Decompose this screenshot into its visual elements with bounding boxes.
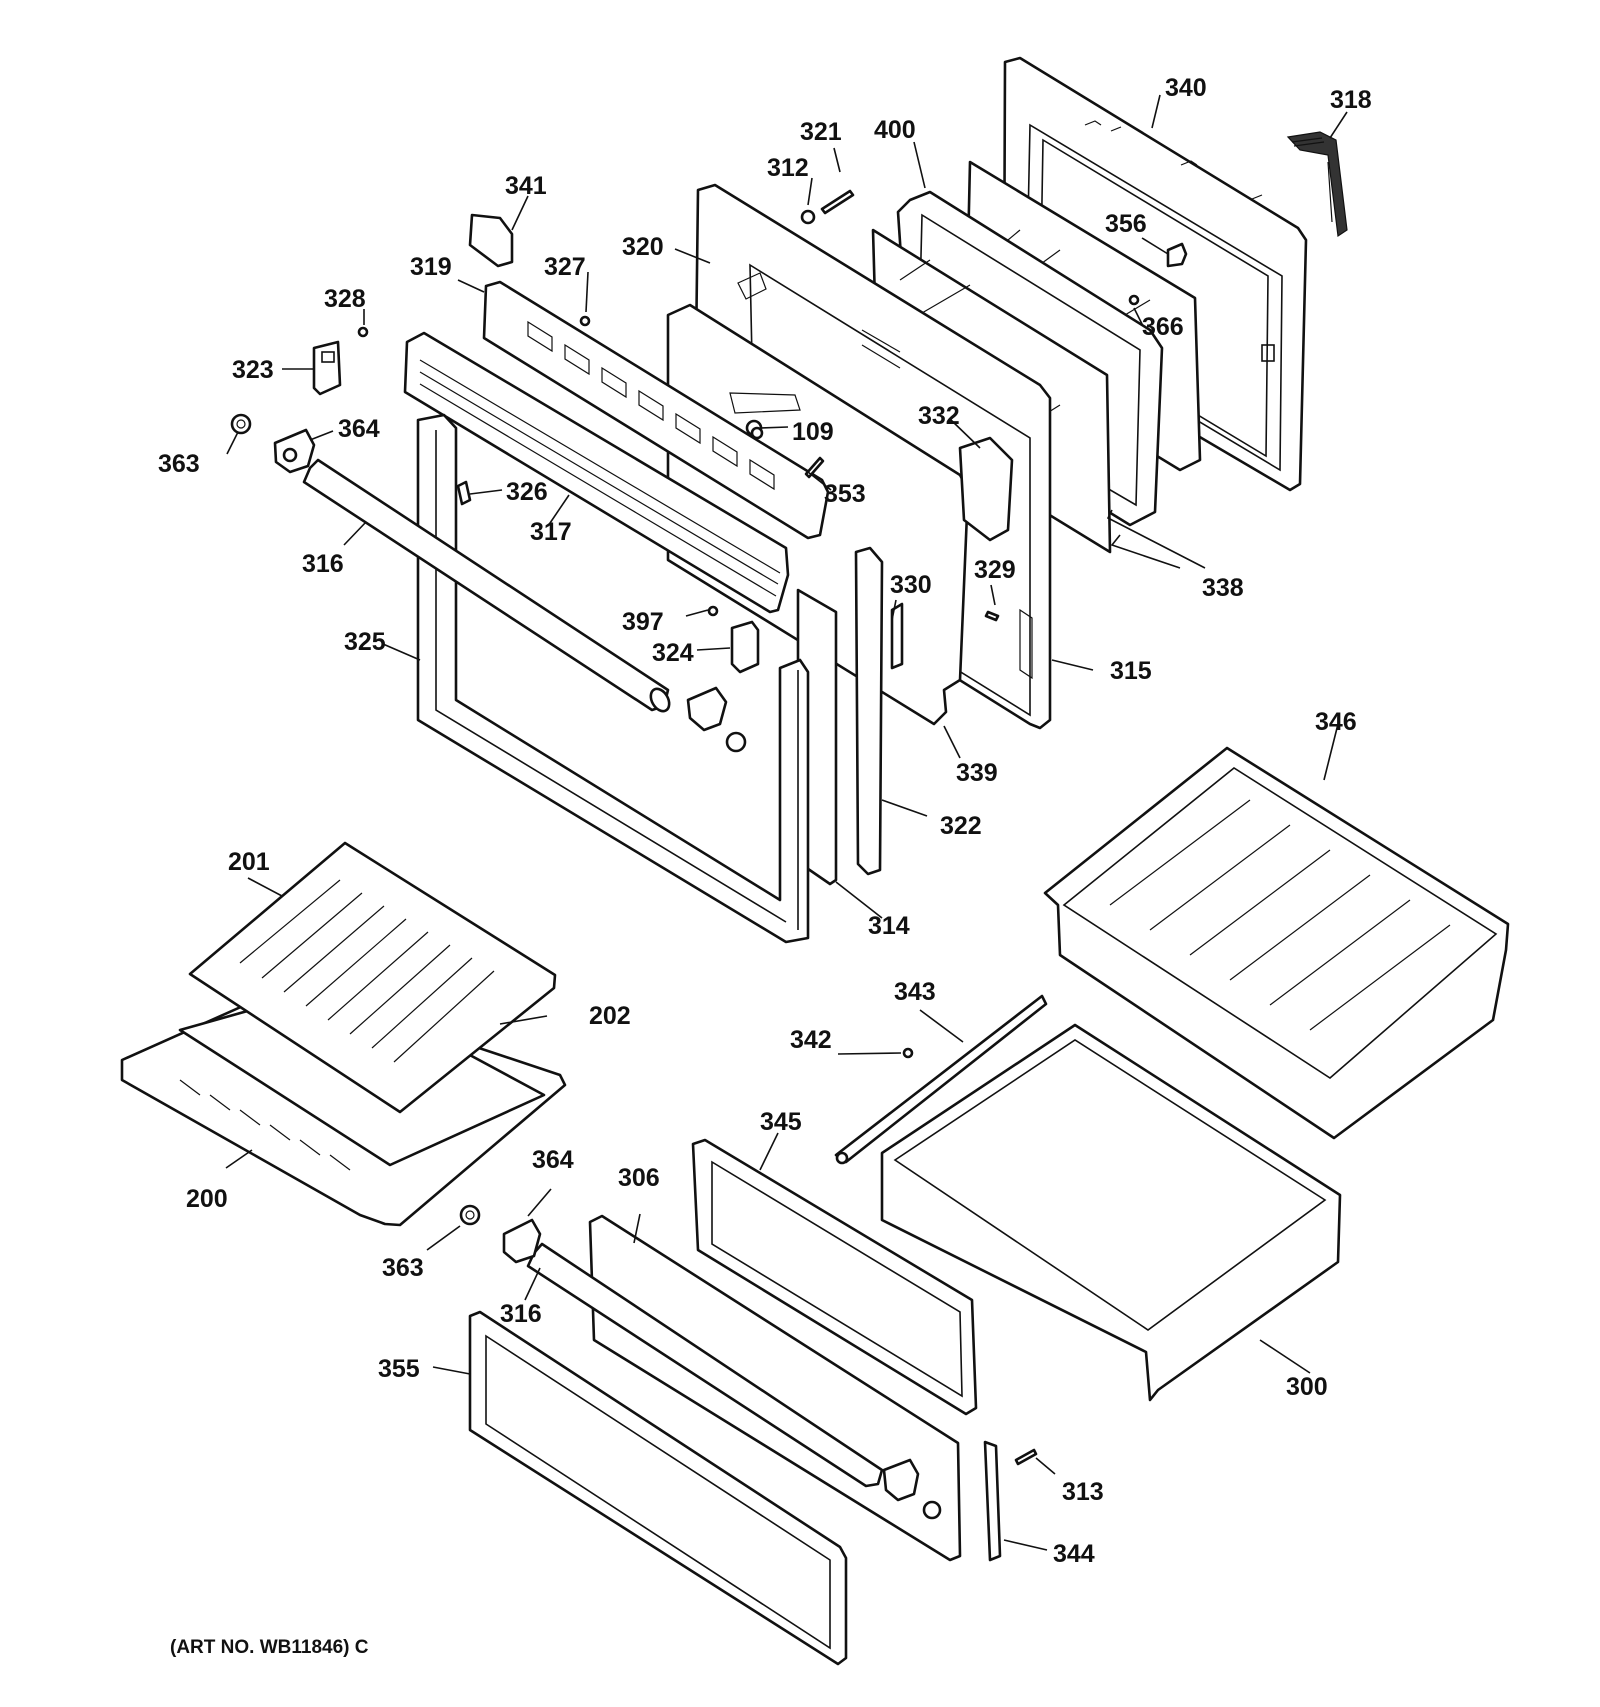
part-397-screw [707,605,719,617]
callout-345: 345 [760,1108,802,1136]
callout-328: 328 [324,285,366,313]
part-364-handle-mount-upper-left [273,428,316,474]
part-313-screw [1014,1448,1038,1466]
callout-342: 342 [790,1026,832,1054]
callout-327: 327 [544,253,586,281]
callout-202: 202 [589,1002,631,1030]
part-328-screw [357,326,369,338]
part-344-slide-bracket [983,1440,1002,1562]
callout-320: 320 [622,233,664,261]
part-322-side-trim [854,546,884,876]
art-number: (ART NO. WB11846) C [170,1637,369,1658]
part-319-vent-trim [482,280,830,540]
callout-329: 329 [974,556,1016,584]
callout-338: 338 [1202,574,1244,602]
part-326-clip [456,480,472,506]
callout-326: 326 [506,478,548,506]
part-332-insulation-block [958,436,1014,542]
part-343-drawer-rail [834,994,1048,1165]
callout-109: 109 [792,418,834,446]
part-366-screw [1128,294,1140,306]
callout-322: 322 [940,812,982,840]
part-364-handle-mount-lower-left [502,1218,542,1264]
callout-363-lower: 363 [382,1254,424,1282]
part-325-door-frame [416,413,810,944]
part-363-nut-lower [459,1204,481,1226]
callout-341: 341 [505,172,547,200]
leader-lines [225,94,1348,1551]
callout-400: 400 [874,116,916,144]
part-363-nut-upper [230,413,252,435]
part-355-drawer-front-frame [468,1310,848,1666]
callout-364-lower: 364 [532,1146,574,1174]
callout-313: 313 [1062,1478,1104,1506]
part-316-handle-rod-lower [526,1242,884,1488]
callout-332: 332 [918,402,960,430]
part-330-bracket [890,602,904,670]
callout-325: 325 [344,628,386,656]
part-324-block [730,620,760,674]
part-300-drawer-body [880,1023,1342,1402]
part-345-drawer-panel [691,1138,978,1416]
callout-344: 344 [1053,1540,1095,1568]
part-329-screw [984,610,1000,622]
part-342-screw [902,1047,914,1059]
callout-363-upper: 363 [158,450,200,478]
part-312-nut [800,209,816,225]
callout-323: 323 [232,356,274,384]
part-201-broiler-grid [188,841,557,1114]
callout-330: 330 [890,571,932,599]
callout-300: 300 [1286,1373,1328,1401]
callout-315: 315 [1110,657,1152,685]
callout-316-upper: 316 [302,550,344,578]
callout-356: 356 [1105,210,1147,238]
part-323-latch [312,340,342,396]
part-318-door-gasket [1286,131,1348,238]
callout-labels: 340 318 321 400 312 341 356 320 327 319 … [158,74,1372,1658]
callout-343: 343 [894,978,936,1006]
callout-340: 340 [1165,74,1207,102]
callout-306: 306 [618,1164,660,1192]
part-353-screw [804,456,825,479]
part-364-handle-mount-lower-right [882,1458,920,1502]
part-341-bracket [468,213,514,268]
callout-324: 324 [652,639,694,667]
callout-355: 355 [378,1355,420,1383]
part-346-drawer-liner [1043,746,1510,1140]
callout-339: 339 [956,759,998,787]
part-327-screw [579,315,591,327]
callout-201: 201 [228,848,270,876]
callout-353: 353 [824,480,866,508]
part-321-screw [820,189,855,215]
part-109-nut [750,426,764,440]
callout-316-lower: 316 [500,1300,542,1328]
callout-397: 397 [622,608,664,636]
callout-312: 312 [767,154,809,182]
callout-319: 319 [410,253,452,281]
callout-200: 200 [186,1185,228,1213]
callout-346: 346 [1315,708,1357,736]
callout-321: 321 [800,118,842,146]
callout-366: 366 [1142,313,1184,341]
callout-318: 318 [1330,86,1372,114]
part-316-handle-rod-upper [302,458,671,713]
callout-364-upper: 364 [338,415,380,443]
callout-314: 314 [868,912,910,940]
part-317-door-trim [403,331,790,614]
part-364-handle-mount-upper-right [686,686,747,753]
callout-317: 317 [530,518,572,546]
part-356-bracket [1166,242,1188,268]
